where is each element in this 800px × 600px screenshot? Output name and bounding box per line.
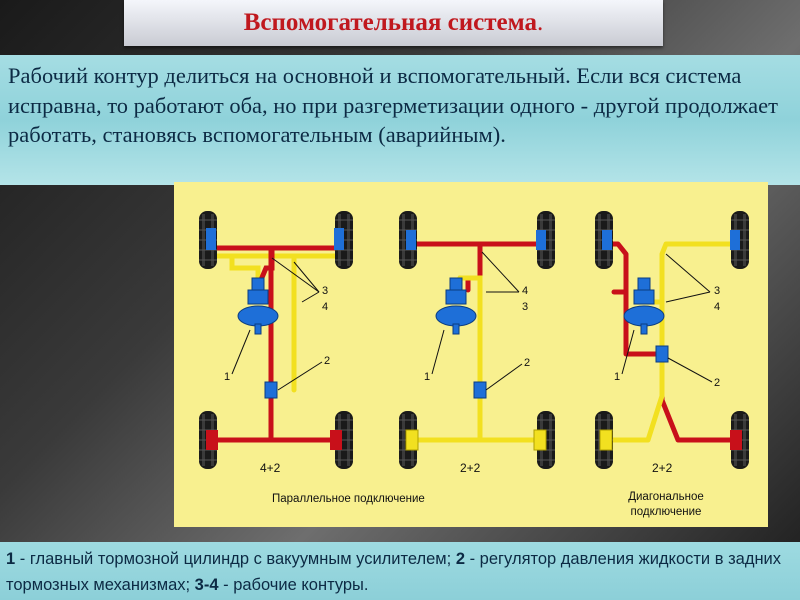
label-2: 2 [714, 377, 720, 389]
legend-key-3: 3-4 [194, 576, 219, 594]
legend-desc-3: - рабочие контуры. [218, 576, 369, 594]
pressure-regulator-icon [473, 381, 487, 399]
label-1: 1 [224, 371, 230, 383]
legend-box: 1 - главный тормозной цилиндр с вакуумны… [0, 542, 800, 600]
scheme-label: 2+2 [460, 461, 481, 475]
scheme-label: 2+2 [652, 461, 673, 475]
description-box: Рабочий контур делиться на основной и вс… [0, 55, 800, 185]
label-4: 4 [522, 285, 528, 297]
slide-title: Вспомогательная система. [124, 0, 663, 46]
label-3: 3 [522, 301, 528, 313]
scheme-label: 4+2 [260, 461, 281, 475]
caption-diagonal-line2: подключение [631, 506, 702, 518]
label-1: 1 [424, 371, 430, 383]
label-1: 1 [614, 371, 620, 383]
slide-title-text: Вспомогательная система [243, 9, 537, 36]
scheme-1: 3 4 1 2 4+2 [198, 210, 354, 475]
title-dot: . [537, 9, 544, 36]
label-3: 3 [714, 285, 720, 297]
legend-desc-1: - главный тормозной цилиндр с вакуумным … [15, 550, 456, 568]
legend-key-2: 2 [455, 550, 466, 568]
master-cylinder-icon [623, 277, 665, 335]
legend-key-1: 1 [6, 550, 16, 568]
label-4: 4 [322, 301, 328, 313]
pressure-regulator-icon [264, 381, 278, 399]
label-4: 4 [714, 301, 720, 313]
brake-schemes-diagram: 3 4 1 2 4+2 [174, 182, 768, 527]
brake-schemes-svg: 3 4 1 2 4+2 [198, 210, 750, 518]
description-text: Рабочий контур делиться на основной и вс… [8, 63, 778, 147]
caption-diagonal-line1: Диагональное [628, 491, 704, 503]
pressure-regulator-icon [655, 345, 669, 363]
scheme-3: 3 4 1 2 2+2 [594, 210, 750, 475]
scheme-2: 4 3 1 2 2+2 [398, 210, 556, 475]
label-3: 3 [322, 285, 328, 297]
caption-parallel: Параллельное подключение [272, 493, 425, 505]
legend-desc-2: - регулятор давления жидкости в задних т… [6, 550, 782, 594]
label-2: 2 [324, 355, 330, 367]
label-2: 2 [524, 357, 530, 369]
legend-text: 1 - главный тормозной цилиндр с вакуумны… [0, 542, 800, 598]
